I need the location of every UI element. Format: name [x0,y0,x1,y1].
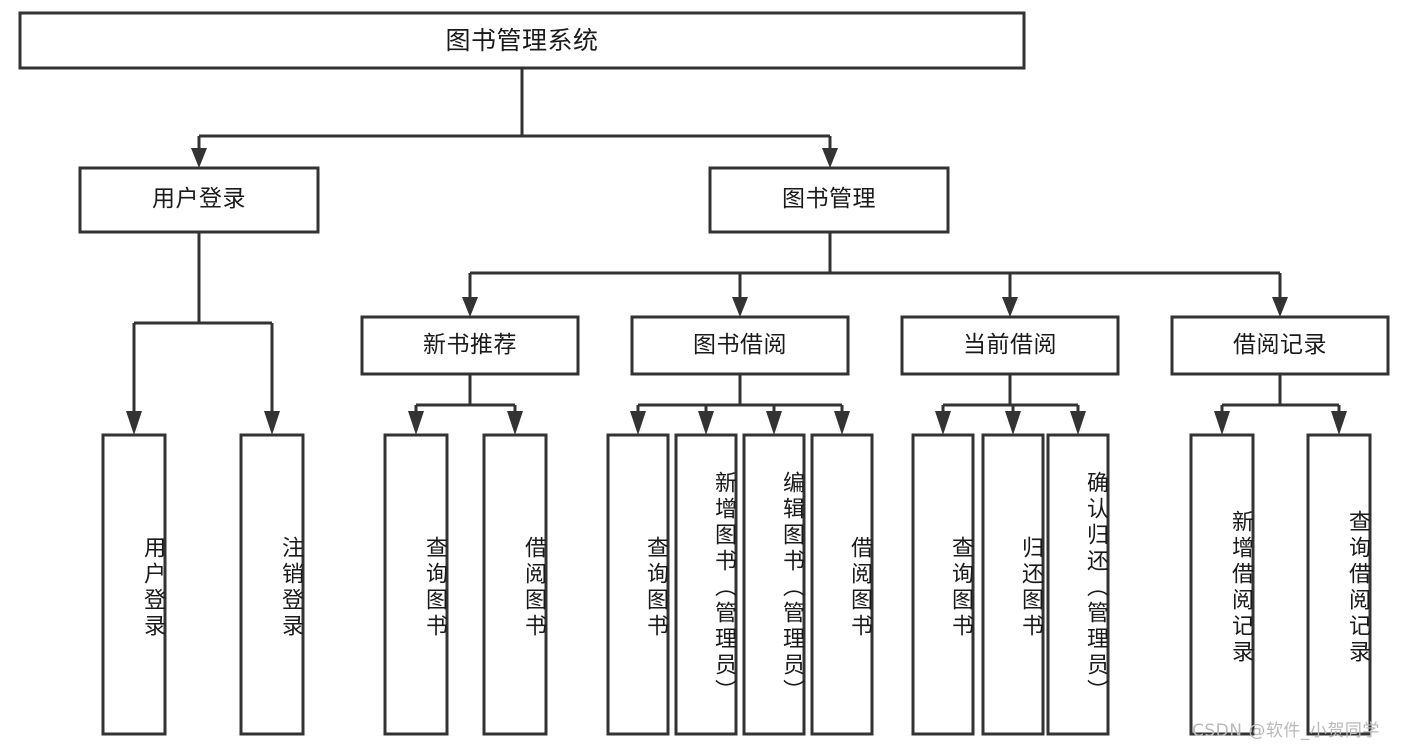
arrowhead-leaf-book-borrow-1 [698,411,714,435]
leaf-box-borrow-record-1[interactable] [1306,433,1372,736]
arrowhead-book-borrow [732,297,748,317]
arrowhead-leaf-new-book-0 [408,411,424,435]
leaf-box-new-book-0[interactable] [383,433,449,736]
arrowhead-leaf-book-borrow-2 [766,411,782,435]
arrowhead-book-management [822,148,838,168]
arrowhead-leaf-user-login-0 [126,411,142,435]
leaf-box-borrow-record-0[interactable] [1189,433,1255,736]
leaf-box-book-borrow-2[interactable] [742,433,806,736]
arrowhead-leaf-borrow-record-1 [1331,411,1347,435]
node-box-new-book-recommend[interactable] [360,315,580,376]
node-box-book-borrow[interactable] [630,315,850,376]
arrowhead-user-login [191,148,207,168]
leaf-box-user-login-0[interactable] [101,433,167,736]
leaf-box-book-borrow-1[interactable] [674,433,738,736]
arrowhead-leaf-book-borrow-3 [834,411,850,435]
leaf-box-current-borrow-2[interactable] [1046,433,1110,736]
arrowhead-leaf-borrow-record-0 [1214,411,1230,435]
arrowhead-current-borrow [1002,297,1018,317]
leaf-box-book-borrow-3[interactable] [810,433,874,736]
arrowhead-leaf-current-borrow-2 [1070,411,1086,435]
leaf-box-user-login-1[interactable] [239,433,305,736]
leaf-box-new-book-1[interactable] [482,433,548,736]
node-box-current-borrow[interactable] [900,315,1120,376]
arrowhead-leaf-book-borrow-0 [630,411,646,435]
arrowhead-new-book-recommend [462,297,478,317]
arrowhead-borrow-record [1272,297,1288,317]
node-box-user-login[interactable] [78,166,320,234]
arrowhead-leaf-current-borrow-0 [935,411,951,435]
node-box-book-management[interactable] [708,166,950,234]
leaf-box-current-borrow-0[interactable] [911,433,975,736]
arrowhead-leaf-current-borrow-1 [1005,411,1021,435]
leaf-box-book-borrow-0[interactable] [606,433,670,736]
arrowhead-leaf-new-book-1 [507,411,523,435]
leaf-box-current-borrow-1[interactable] [981,433,1045,736]
arrowhead-leaf-user-login-1 [264,411,280,435]
node-box-root[interactable] [18,11,1026,70]
node-box-borrow-record[interactable] [1170,315,1390,376]
